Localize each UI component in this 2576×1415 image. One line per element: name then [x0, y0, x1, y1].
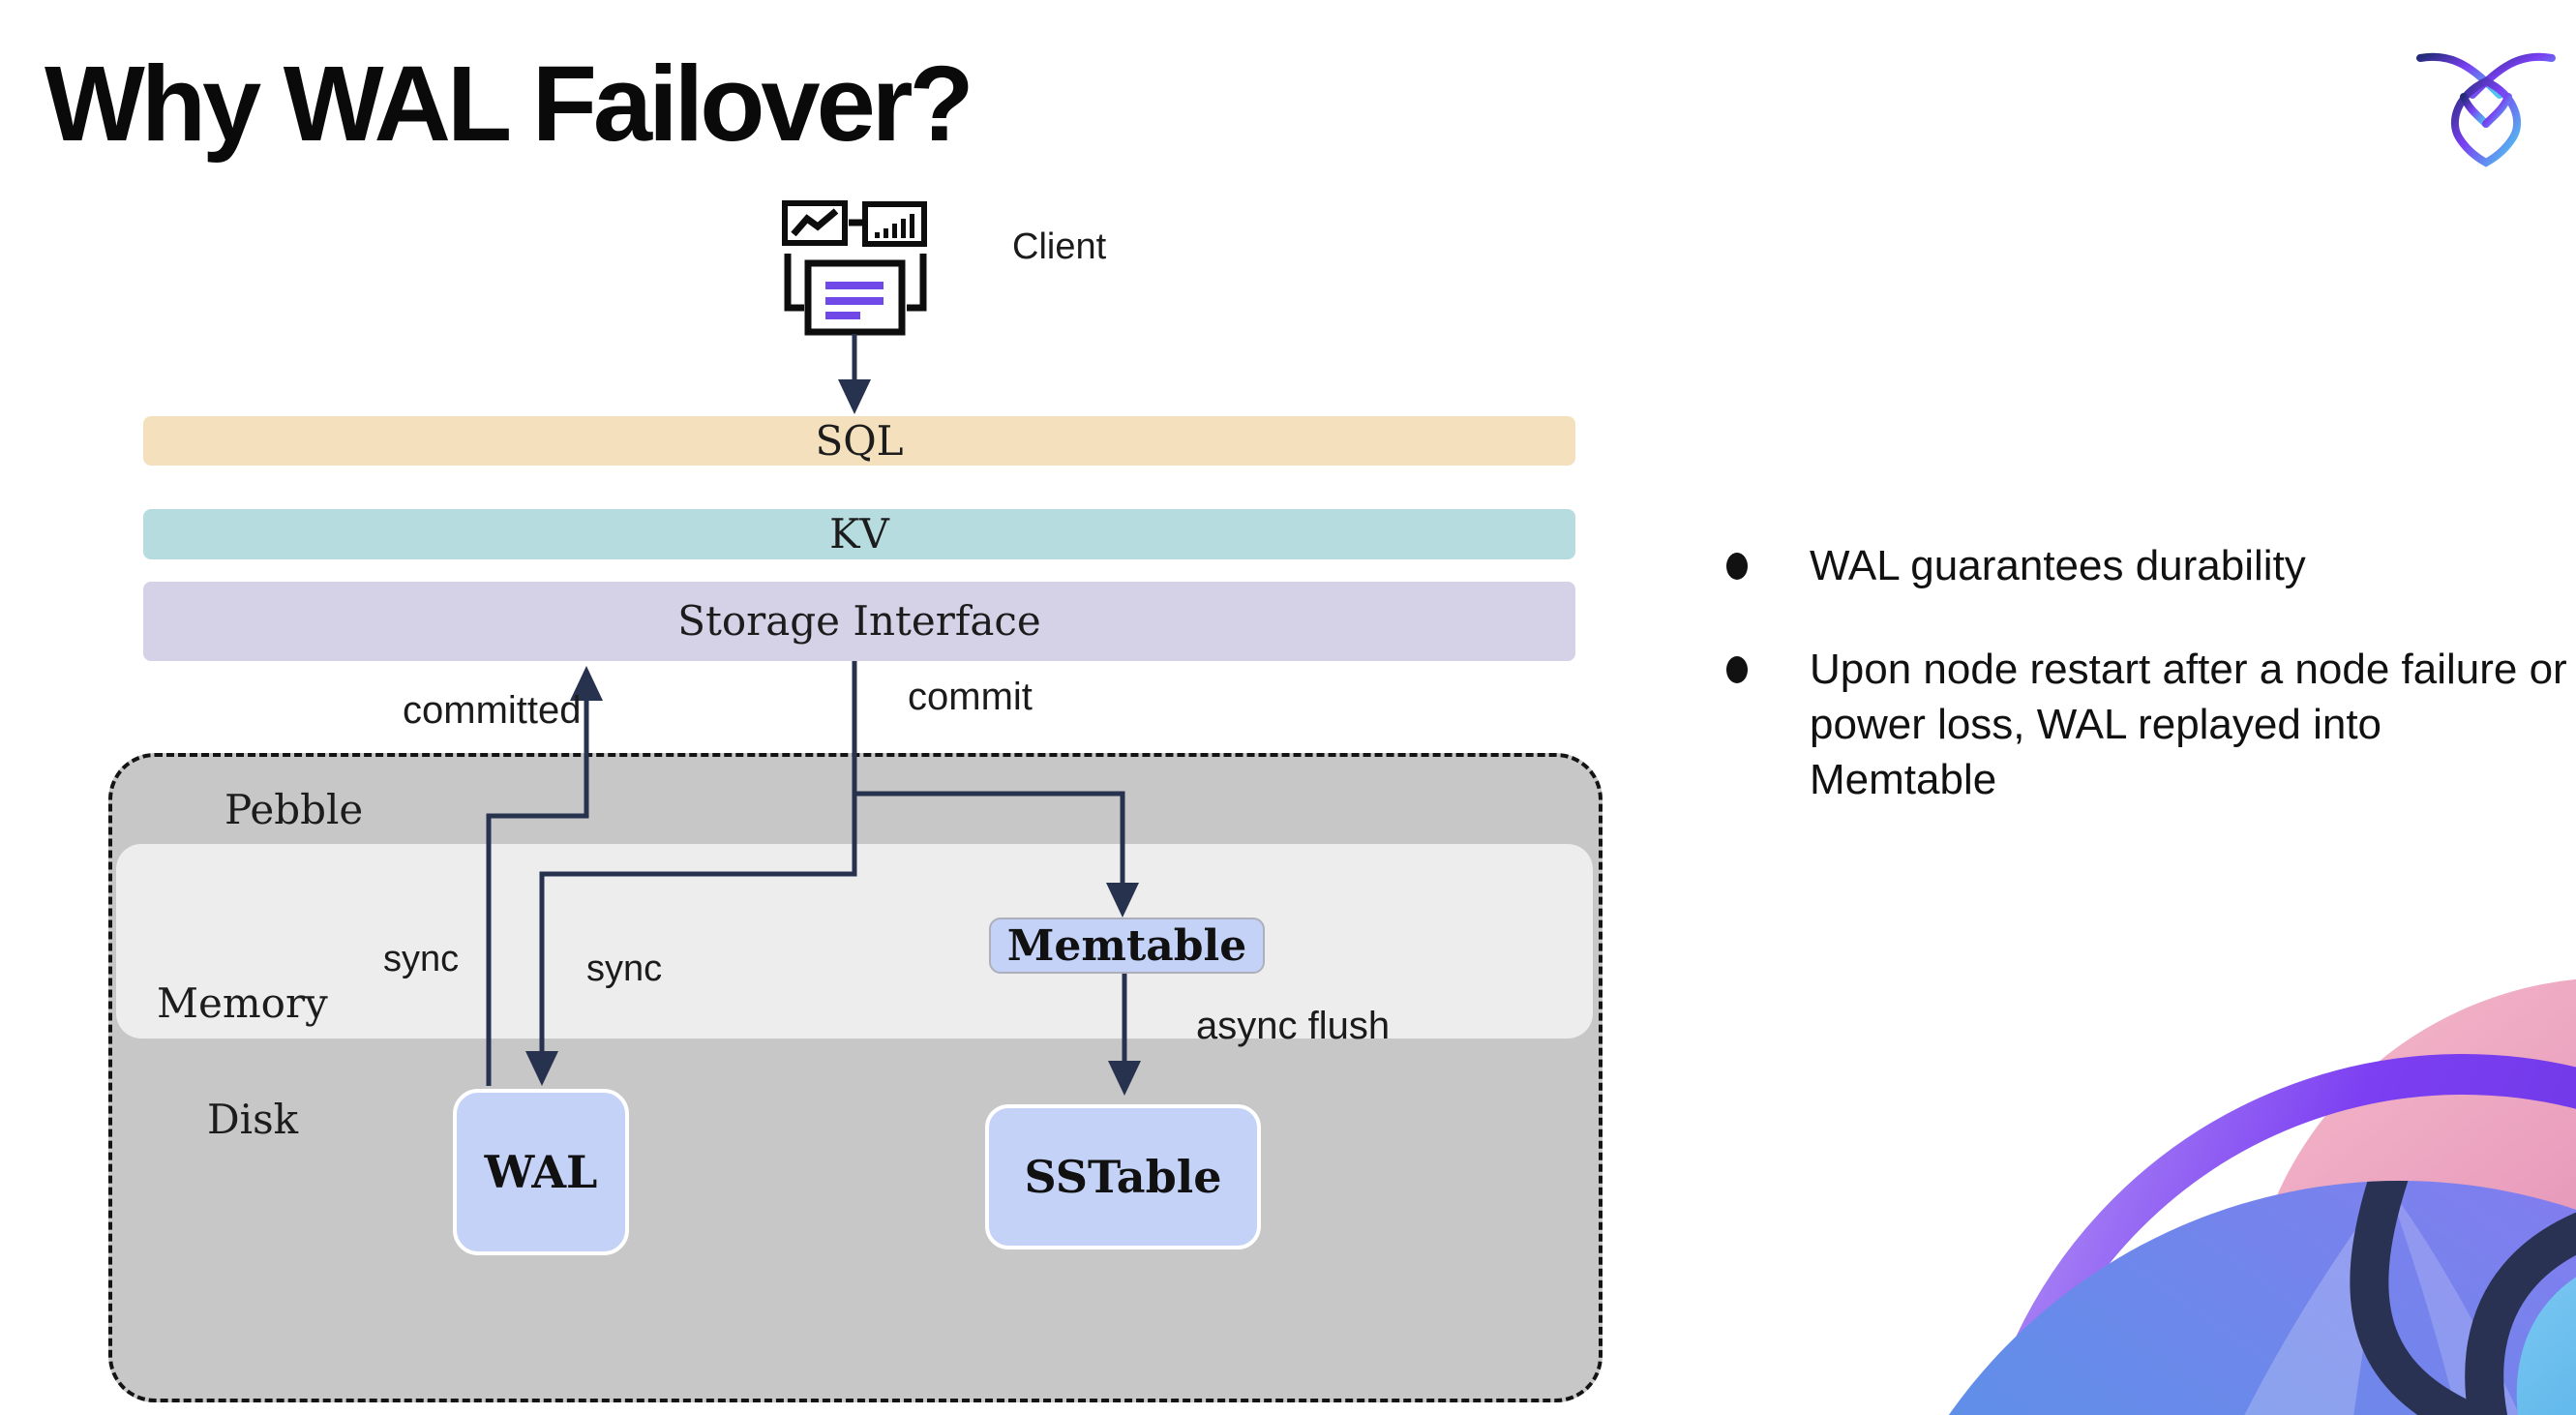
node-sstable: SSTable [985, 1104, 1261, 1249]
edge-label-async-flush: async flush [1196, 1005, 1391, 1047]
edge-label-sync-left: sync [383, 939, 460, 979]
arrowhead-into-sql [838, 379, 871, 414]
bullet-text: Upon node restart after a node failure o… [1810, 646, 2567, 803]
pebble-label: Pebble [225, 786, 364, 833]
edge-label-commit: commit [908, 676, 1033, 718]
list-item: Upon node restart after a node failure o… [1726, 642, 2576, 807]
node-memtable: Memtable [989, 918, 1265, 974]
node-wal-label: WAL [484, 1146, 598, 1198]
node-sstable-label: SSTable [1024, 1151, 1222, 1203]
bullet-dot-icon [1726, 553, 1748, 580]
bullet-list: WAL guarantees durability Upon node rest… [1726, 538, 2576, 807]
edge-label-committed: committed [403, 689, 582, 732]
bullet-dot-icon [1726, 656, 1748, 683]
client-icon [782, 200, 927, 336]
node-wal: WAL [453, 1089, 629, 1255]
list-item: WAL guarantees durability [1726, 538, 2576, 593]
layer-kv: KV [143, 509, 1575, 559]
layer-sql: SQL [143, 416, 1575, 466]
edge-label-sync-right: sync [586, 948, 663, 989]
layer-storage-interface: Storage Interface [143, 582, 1575, 661]
client-label: Client [1012, 226, 1107, 267]
node-memtable-label: Memtable [1006, 920, 1247, 971]
page-title: Why WAL Failover? [45, 45, 974, 164]
memory-label: Memory [157, 979, 328, 1027]
brand-art-decoration [1948, 978, 2576, 1415]
bullet-text: WAL guarantees durability [1810, 542, 2306, 589]
cockroachdb-logo-icon [2416, 52, 2556, 167]
disk-label: Disk [207, 1096, 299, 1143]
